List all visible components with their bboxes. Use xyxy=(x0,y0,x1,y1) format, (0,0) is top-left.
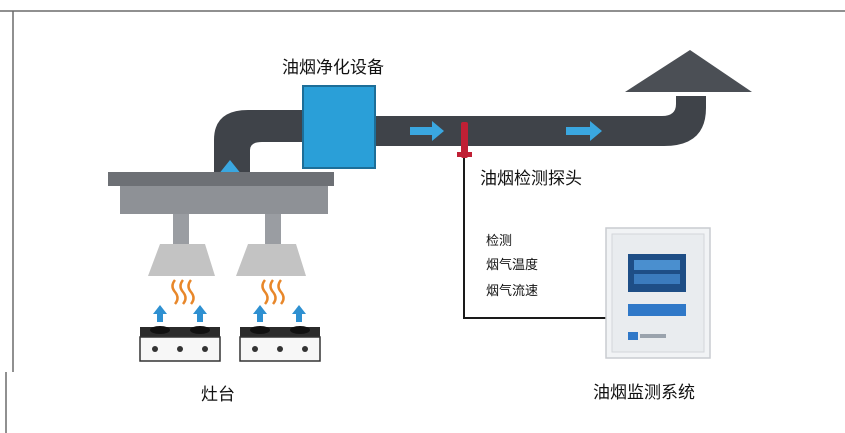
exhaust-duct xyxy=(214,96,706,180)
heat-waves xyxy=(171,279,285,305)
monitor-cabinet xyxy=(605,227,711,359)
purifier-box xyxy=(302,85,376,169)
probe-cable xyxy=(463,158,612,319)
smoke-probe xyxy=(457,122,472,158)
label-detect-title: 检测 xyxy=(486,234,513,249)
roof-cap xyxy=(625,50,752,92)
stove-left xyxy=(139,326,221,362)
monitor-screen xyxy=(628,254,686,292)
stove-right xyxy=(239,326,321,362)
brand-logo xyxy=(628,332,638,340)
range-hood xyxy=(108,172,334,276)
label-stove: 灶台 xyxy=(201,385,235,405)
flow-arrow-1 xyxy=(410,121,444,141)
label-purifier: 油烟净化设备 xyxy=(282,58,384,78)
flow-arrow-2 xyxy=(566,121,602,141)
stove-arrows xyxy=(153,305,306,322)
label-probe: 油烟检测探头 xyxy=(480,169,582,189)
label-detect-flow: 烟气流速 xyxy=(486,284,539,299)
monitor-nameplate xyxy=(628,304,686,316)
label-monitor-system: 油烟监测系统 xyxy=(593,383,695,403)
label-detect-temp: 烟气温度 xyxy=(486,258,539,273)
